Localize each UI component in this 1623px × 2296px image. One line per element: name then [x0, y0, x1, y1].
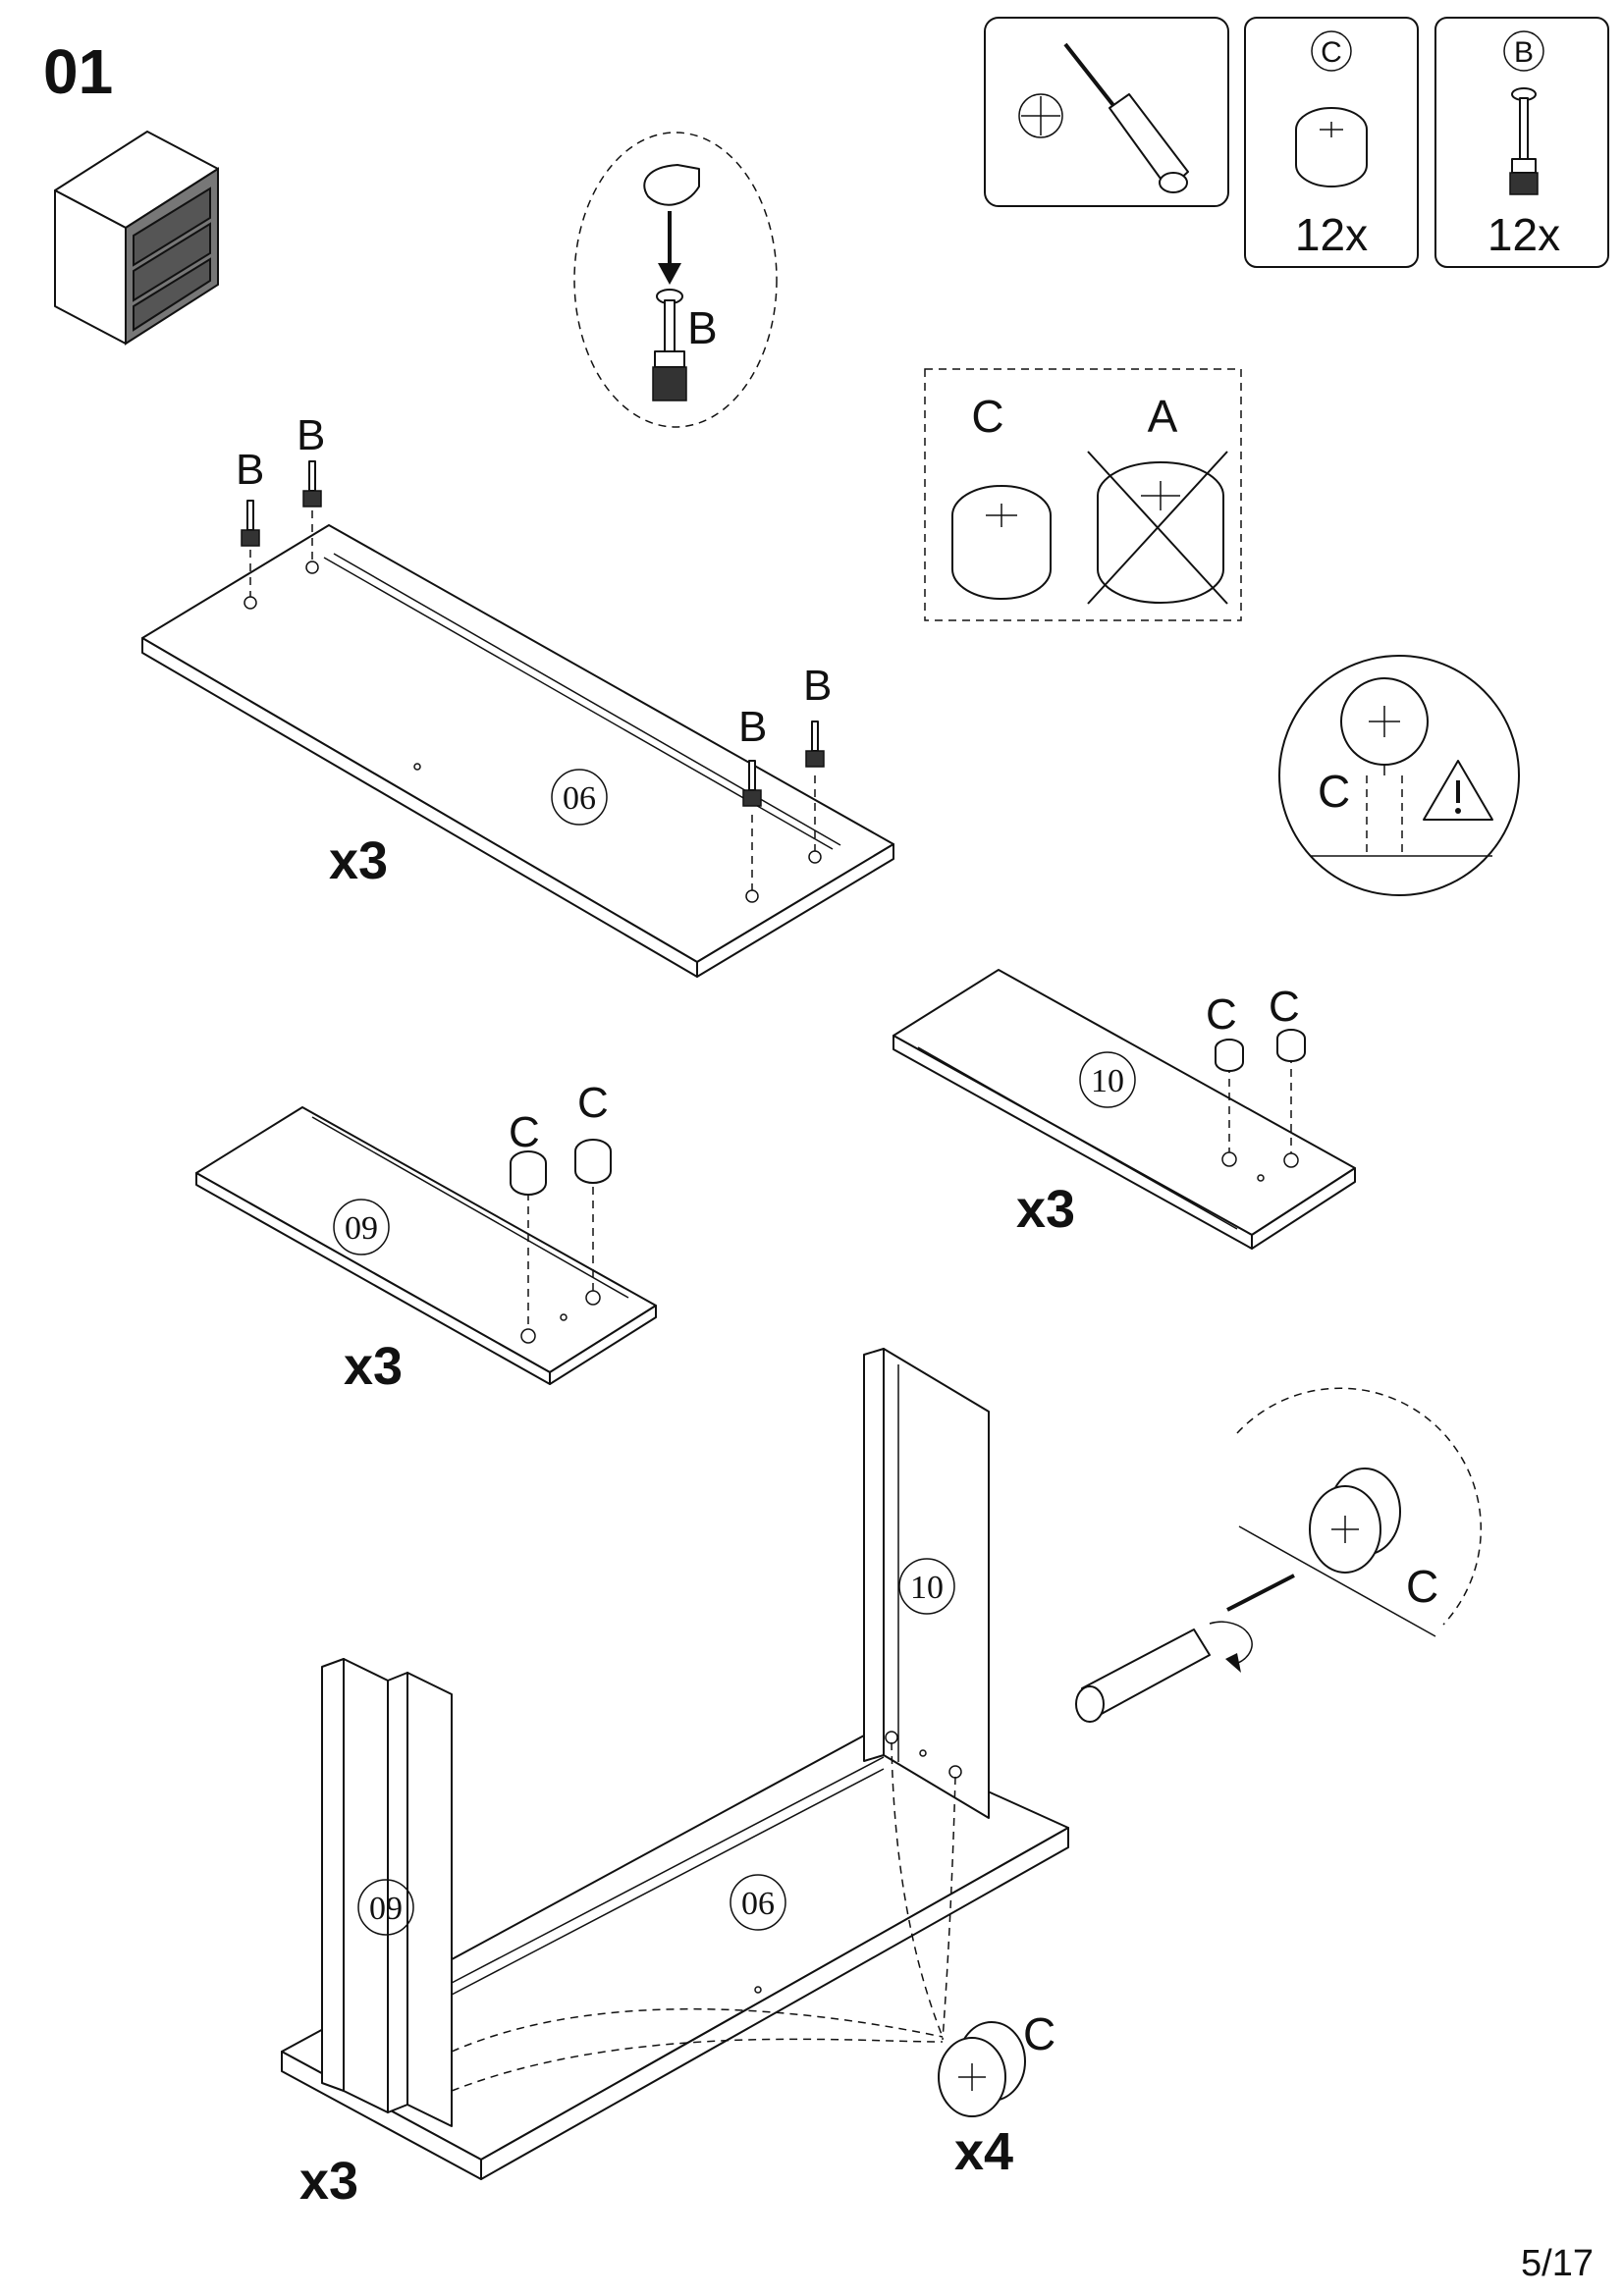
insert-bolt-callout: B: [573, 132, 778, 428]
tool-box: [984, 17, 1229, 207]
cam-bolt-icon: [1509, 87, 1539, 195]
panel-09: C C 09 x3: [195, 1079, 657, 1396]
bolt-b-icon: [241, 460, 825, 807]
multiplier-10: x3: [1016, 1180, 1075, 1239]
cam-correct-icon: [951, 485, 1052, 600]
warning-triangle-icon: [1423, 760, 1493, 821]
cam-lock-icon: [1215, 1029, 1306, 1072]
part-box-b: B 12x: [1434, 17, 1609, 268]
assembly-drawing: 06 09 10 C x4 x3: [281, 1348, 1069, 2211]
part-qty-b: 12x: [1488, 209, 1560, 260]
bolt-label: B: [236, 446, 264, 494]
tighten-callout: C: [1075, 1387, 1483, 1723]
cam-label: C: [1206, 990, 1237, 1039]
phillips-screwdriver-icon: [1018, 42, 1189, 193]
finger-icon: [643, 164, 700, 206]
cam-lock-icon: [1295, 107, 1368, 187]
part-id-b: B: [1514, 36, 1534, 69]
step-number: 01: [43, 36, 113, 107]
part-box-c: C 12x: [1244, 17, 1419, 268]
part-number-10: 10: [1091, 1063, 1124, 1099]
screwdriver-icon: [1075, 1574, 1295, 1723]
assembly-label-side-left: 09: [369, 1891, 403, 1927]
cam-lock-icon: [510, 1139, 612, 1196]
cam-lock-icon: [938, 2021, 1026, 2117]
cam-label: C: [509, 1108, 540, 1156]
cam-orientation-compare: C A: [924, 368, 1242, 621]
insert-bolt-label: B: [687, 302, 718, 353]
bolt-label: B: [803, 662, 832, 710]
panel-06: B B B B 06 x3: [141, 411, 894, 978]
assembly-multiplier: x3: [299, 2152, 358, 2211]
warning-callout: C: [1278, 655, 1520, 896]
part-qty-c: 12x: [1295, 209, 1368, 260]
cam-label: C: [1269, 983, 1300, 1031]
part-id-c: C: [1321, 36, 1342, 69]
cam-lock-icon: [1309, 1468, 1401, 1574]
bolt-label: B: [297, 411, 325, 459]
part-number-06: 06: [563, 780, 596, 817]
dresser-thumbnail-icon: [54, 131, 219, 346]
assembly-label-base: 06: [741, 1886, 775, 1922]
assembly-cam-multiplier: x4: [954, 2122, 1013, 2181]
multiplier-06: x3: [329, 831, 388, 890]
assembly-cam-label: C: [1023, 2008, 1055, 2059]
cam-label: C: [577, 1079, 609, 1127]
bolt-label: B: [738, 703, 767, 751]
panel-10: C C 10 x3: [893, 969, 1356, 1250]
tighten-label: C: [1406, 1561, 1438, 1612]
compare-correct-label: C: [971, 391, 1003, 442]
rotate-arrow-icon: [1209, 1621, 1253, 1666]
part-number-09: 09: [345, 1210, 378, 1247]
compare-wrong-label: A: [1148, 391, 1178, 442]
warning-label: C: [1318, 766, 1350, 817]
cam-wrong-icon: [1087, 451, 1228, 605]
multiplier-09: x3: [344, 1337, 403, 1396]
assembly-label-side-right: 10: [910, 1570, 944, 1606]
page-number: 5/17: [1521, 2243, 1594, 2284]
